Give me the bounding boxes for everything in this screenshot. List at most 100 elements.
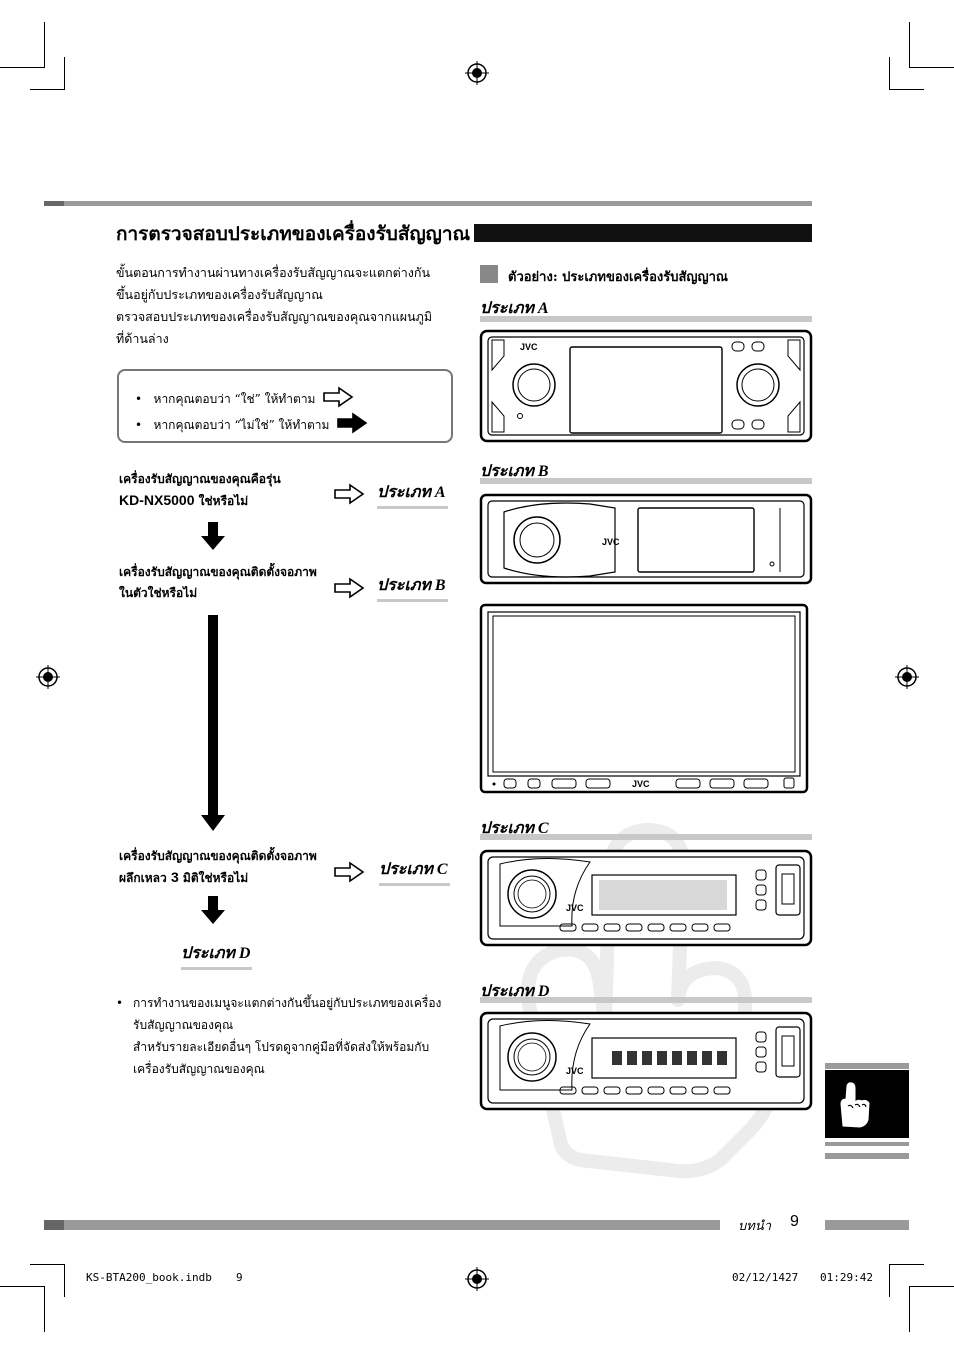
model-name: KD-NX5000 <box>119 492 195 508</box>
registration-mark-icon <box>465 1267 489 1291</box>
result-type-a: ประเภท A <box>377 480 448 509</box>
down-arrow-icon <box>201 522 225 550</box>
file-page: 9 <box>236 1271 243 1284</box>
legend-yes: • หากคุณตอบว่า “ใช่” ให้ทำตาม <box>135 383 354 409</box>
question-3-line2: ผลึกเหลว 3 มิติใช่หรือไม่ <box>119 867 334 889</box>
bullet: • <box>135 418 154 432</box>
question-2-line1: เครื่องรับสัญญาณของคุณติดตั้งจอภาพ <box>119 565 317 579</box>
crop-mark <box>44 1286 45 1332</box>
outline-arrow-icon <box>334 483 365 505</box>
note-line: การทำงานของเมนูจะแตกต่างกันขึ้นอยู่กับปร… <box>133 996 442 1010</box>
crop-mark <box>909 1286 954 1287</box>
title-bar <box>474 224 812 242</box>
long-down-arrow-icon <box>201 615 225 831</box>
bullet: • <box>116 996 124 1010</box>
crop-mark <box>0 1286 45 1287</box>
result-type-d: ประเภท D <box>181 941 253 970</box>
bottom-rule-right <box>825 1220 909 1230</box>
question-3: เครื่องรับสัญญาณของคุณติดตั้งจอภาพ ผลึกเ… <box>119 846 334 889</box>
crop-mark <box>64 57 65 90</box>
brand-logo: JVC <box>602 537 620 547</box>
side-tab-rule <box>825 1063 909 1069</box>
intro-text: ขั้นตอนการทำงานผ่านทางเครื่องรับสัญญาณจะ… <box>116 262 446 350</box>
file-date: 02/12/1427 <box>732 1271 799 1284</box>
result-type-c: ประเภท C <box>379 857 450 886</box>
receiver-type-a-illustration: JVC <box>479 329 813 443</box>
file-time: 01:29:42 <box>820 1271 873 1284</box>
type-d-rule <box>480 997 812 1003</box>
receiver-type-b-illustration: JVC <box>479 493 813 585</box>
brand-logo: JVC <box>632 779 650 789</box>
type-a-heading: ประเภท A <box>480 300 549 317</box>
brand-logo: JVC <box>566 1066 584 1076</box>
receiver-type-d-illustration: JVC <box>479 1011 813 1111</box>
registration-mark-icon <box>36 665 60 689</box>
question-1-line2: KD-NX5000 ใช่หรือไม่ <box>119 490 334 512</box>
outline-arrow-icon <box>334 861 365 883</box>
legend-box: • หากคุณตอบว่า “ใช่” ให้ทำตาม • หากคุณตอ… <box>117 369 453 443</box>
registration-mark-icon <box>465 61 489 85</box>
crop-mark <box>889 89 924 90</box>
crop-mark <box>889 1264 924 1265</box>
question-3-post: มิติใช่หรือไม่ <box>178 871 249 885</box>
side-tab-rule <box>825 1142 909 1146</box>
type-c-heading: ประเภท C <box>480 820 549 837</box>
brand-logo: JVC <box>520 342 538 352</box>
legend-no: • หากคุณตอบว่า “ไม่ใช่” ให้ทำตาม <box>135 409 368 435</box>
question-1-tail: ใช่หรือไม่ <box>198 494 249 508</box>
intro-line: ที่ด้านล่าง <box>116 331 169 346</box>
question-2: เครื่องรับสัญญาณของคุณติดตั้งจอภาพ ในตัว… <box>119 562 334 604</box>
crop-mark <box>64 1264 65 1297</box>
note-line: เครื่องรับสัญญาณของคุณ <box>133 1062 265 1076</box>
examples-heading: ตัวอย่าง: ประเภทของเครื่องรับสัญญาณ <box>508 270 728 285</box>
type-b-rule <box>480 478 812 484</box>
note-body: การทำงานของเมนูจะแตกต่างกันขึ้นอยู่กับปร… <box>133 992 451 1080</box>
crop-mark <box>889 1264 890 1297</box>
crop-mark <box>909 67 954 68</box>
note: • การทำงานของเมนูจะแตกต่างกันขึ้นอยู่กับ… <box>116 992 451 1080</box>
receiver-monitor-illustration: JVC <box>479 603 809 794</box>
file-name: KS-BTA200_book.indb <box>86 1271 212 1284</box>
question-1-line1: เครื่องรับสัญญาณของคุณคือรุ่น <box>119 472 281 486</box>
hand-pointer-icon <box>840 1082 870 1128</box>
crop-mark <box>909 1286 910 1332</box>
bottom-rule-accent <box>44 1220 64 1230</box>
bottom-rule <box>44 1220 720 1230</box>
intro-line: ขั้นตอนการทำงานผ่านทางเครื่องรับสัญญาณจะ… <box>116 265 431 280</box>
registration-mark-icon <box>895 665 919 689</box>
brand-logo: JVC <box>566 903 584 913</box>
crop-mark <box>0 67 45 68</box>
intro-line: ตรวจสอบประเภทของเครื่องรับสัญญาณของคุณจา… <box>116 309 433 324</box>
bullet: • <box>135 392 154 406</box>
question-3-line1: เครื่องรับสัญญาณของคุณติดตั้งจอภาพ <box>119 849 317 863</box>
crop-mark <box>30 1264 65 1265</box>
question-3-pre: ผลึกเหลว <box>119 871 171 885</box>
intro-line: ขึ้นอยู่กับประเภทของเครื่องรับสัญญาณ <box>116 287 323 302</box>
type-b-heading: ประเภท B <box>480 463 549 480</box>
type-a-rule <box>480 316 812 322</box>
section-title: การตรวจสอบประเภทของเครื่องรับสัญญาณ <box>116 223 471 245</box>
footer-section: บทนำ <box>738 1219 772 1234</box>
question-2-line2: ในตัวใช่หรือไม่ <box>119 586 198 600</box>
side-tab-rule <box>825 1153 909 1159</box>
solid-arrow-icon <box>337 412 368 434</box>
crop-mark <box>909 22 910 68</box>
crop-mark <box>44 22 45 68</box>
legend-yes-label: หากคุณตอบว่า “ใช่” ให้ทำตาม <box>153 392 316 406</box>
type-c-rule <box>480 834 812 840</box>
result-type-b: ประเภท B <box>377 573 448 602</box>
crop-mark <box>889 57 890 90</box>
note-line: สำหรับรายละเอียดอื่นๆ โปรดดูจากคู่มือที่… <box>133 1040 430 1054</box>
type-d-heading: ประเภท D <box>480 983 550 1000</box>
hand-watermark-icon <box>521 823 779 1179</box>
outline-arrow-icon <box>323 386 354 408</box>
dimension-number: 3 <box>170 869 179 885</box>
top-rule <box>44 201 812 206</box>
question-1: เครื่องรับสัญญาณของคุณคือรุ่น KD-NX5000 … <box>119 469 334 512</box>
legend-no-label: หากคุณตอบว่า “ไม่ใช่” ให้ทำตาม <box>153 418 330 432</box>
receiver-type-c-illustration: JVC <box>479 849 813 947</box>
note-line: รับสัญญาณของคุณ <box>133 1018 234 1032</box>
down-arrow-icon <box>201 896 225 924</box>
outline-arrow-icon <box>334 577 365 599</box>
crop-mark <box>30 89 65 90</box>
